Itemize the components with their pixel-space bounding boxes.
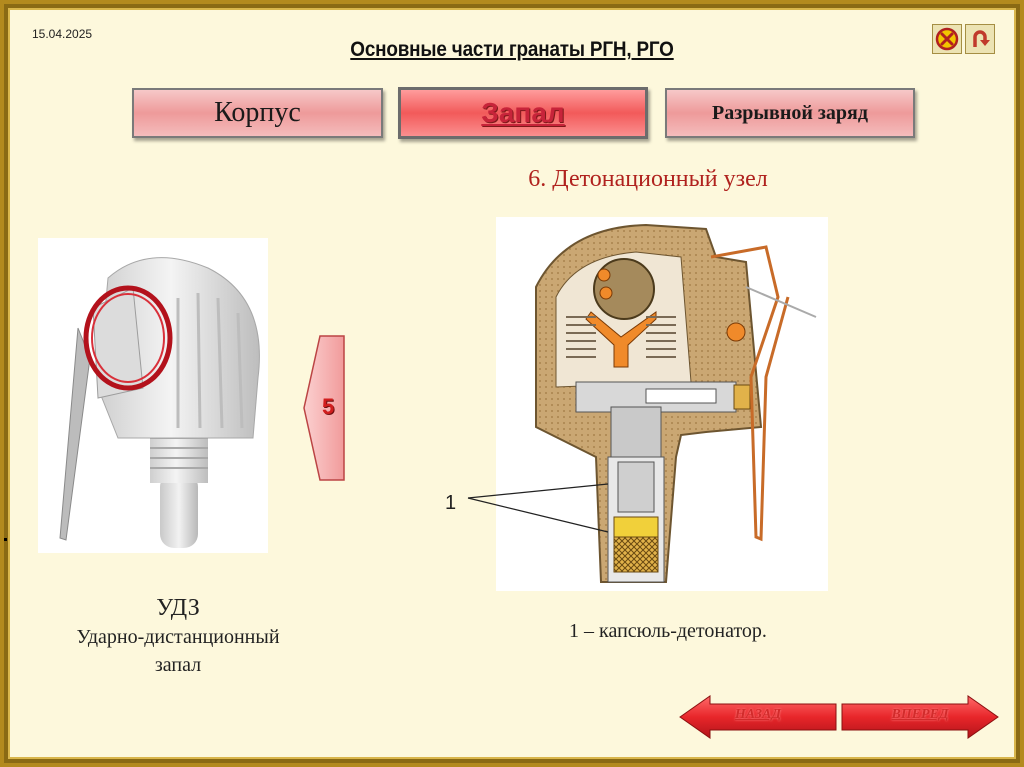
tab-zapal-label: Запал [481, 97, 565, 128]
fuse-photo [38, 238, 268, 553]
fuse-caption: УДЗ Ударно-дистанционный запал [28, 593, 328, 679]
back-label: НАЗАД [734, 707, 782, 722]
section-title: 6. Детонационный узел [528, 166, 768, 192]
forward-arrow-icon [841, 695, 999, 739]
prev-step-button[interactable] [302, 334, 346, 482]
tab-razryvnoy-zaryad[interactable]: Разрывной заряд [665, 88, 915, 138]
slide-title: Основные части гранаты РГН, РГО [58, 38, 965, 62]
slide-date: 15.04.2025 [32, 27, 93, 41]
fuse-caption-name: УДЗ [156, 595, 200, 621]
diagram-caption: 1 – капсюль-детонатор. [569, 620, 767, 642]
return-arrow-icon [973, 30, 990, 47]
back-button[interactable]: НАЗАД [678, 694, 838, 740]
tab-korpus[interactable]: Корпус [132, 88, 383, 138]
slide-title-text: Основные части гранаты РГН, РГО [350, 38, 674, 61]
forward-label: ВПЕРЕД [891, 707, 949, 722]
return-button[interactable] [965, 24, 995, 54]
tab-korpus-label: Корпус [214, 97, 301, 128]
tab-razryvnoy-zaryad-label: Разрывной заряд [712, 101, 868, 124]
close-button[interactable] [932, 24, 962, 54]
close-icon [935, 27, 959, 51]
forward-button[interactable]: ВПЕРЕД [840, 694, 1000, 740]
callout-lines [467, 483, 609, 533]
fuse-caption-line1: Ударно-дистанционный [76, 626, 280, 648]
back-arrow-icon [679, 695, 837, 739]
detonation-unit-diagram [496, 217, 828, 591]
prev-step-label: 5 [322, 394, 335, 419]
slide: 15.04.2025 Основные части гранаты РГН, Р… [8, 8, 1016, 759]
fuse-caption-line2: запал [154, 654, 202, 676]
decorative-dot [4, 538, 7, 541]
tab-zapal[interactable]: Запал [398, 87, 648, 139]
callout-number: 1 [445, 492, 457, 514]
